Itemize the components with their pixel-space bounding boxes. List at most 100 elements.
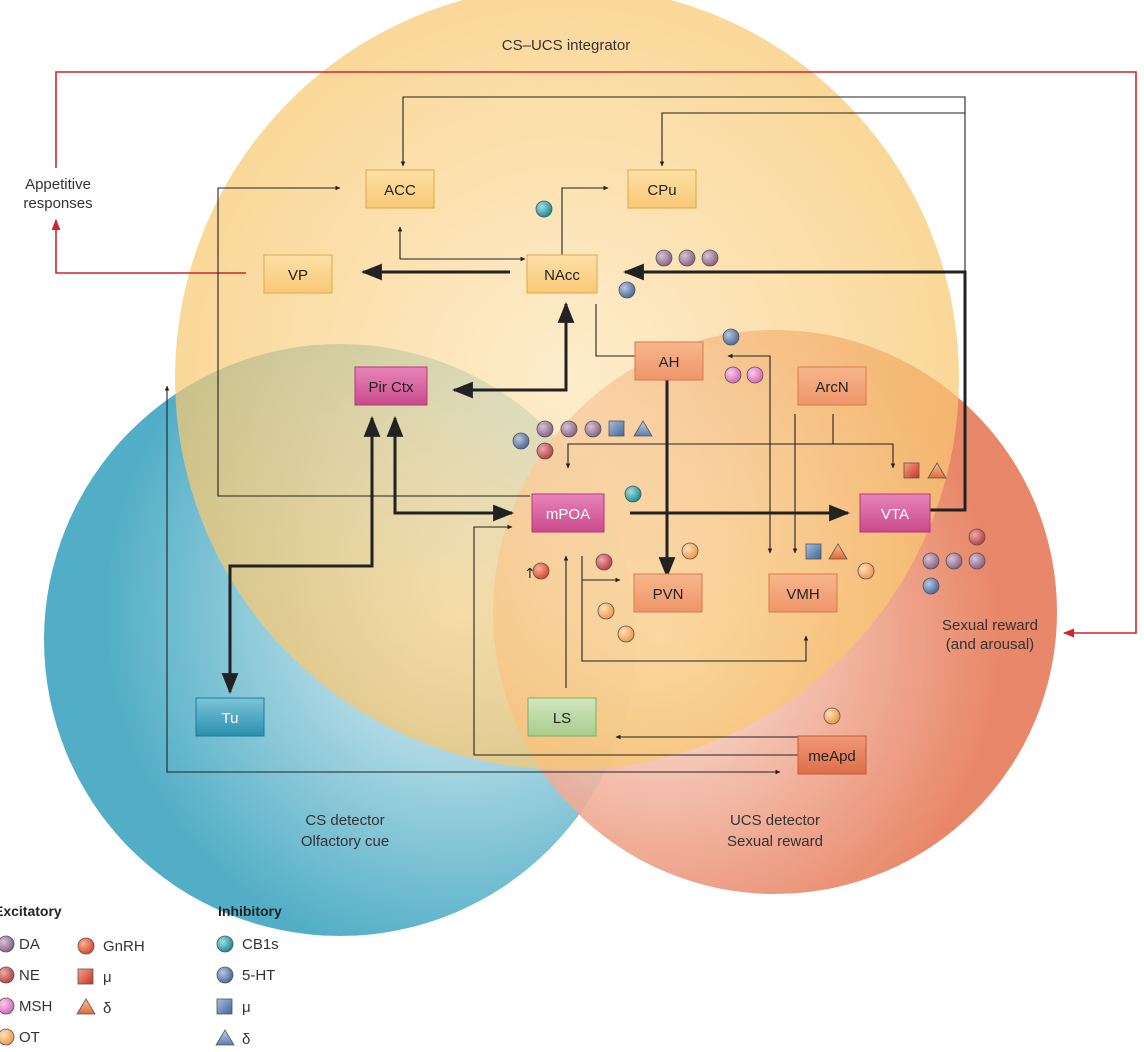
node-acc-label: ACC (384, 182, 416, 199)
node-arcn[interactable]: ArcN (797, 366, 867, 406)
mu-excitatory-marker (903, 462, 920, 479)
legend-delta-inhibitory-swatch (215, 1029, 235, 1046)
vp-to-appetitive-arrow (51, 218, 246, 274)
node-mpoa-label: mPOA (546, 506, 590, 523)
node-nacc[interactable]: NAcc (526, 254, 598, 294)
legend-delta-excitatory-swatch (76, 998, 96, 1015)
legend-msh-label: MSH (19, 998, 52, 1015)
mu-inhibitory-marker (805, 543, 822, 560)
node-ah-label: AH (659, 354, 680, 371)
da-marker (678, 249, 696, 267)
node-vta[interactable]: VTA (859, 493, 931, 533)
ne-marker (595, 553, 613, 571)
legend-ne-swatch (0, 966, 15, 984)
appetitive-label: Appetitive (25, 176, 91, 193)
ot-marker (857, 562, 875, 580)
node-acc[interactable]: ACC (365, 169, 435, 209)
node-ls[interactable]: LS (527, 697, 597, 737)
delta-inhibitory-marker (633, 420, 653, 437)
legend-gnrh-swatch (77, 937, 95, 955)
legend-ot-swatch (0, 1028, 15, 1046)
node-vmh[interactable]: VMH (768, 573, 838, 613)
legend-mu-inhibitory-swatch (216, 998, 233, 1015)
ot-marker (617, 625, 635, 643)
node-arcn-label: ArcN (815, 379, 848, 396)
node-vmh-label: VMH (786, 586, 819, 603)
5ht-marker (922, 577, 940, 595)
da-marker (655, 249, 673, 267)
5ht-marker (512, 432, 530, 450)
legend-cb1s-swatch (216, 935, 234, 953)
5ht-marker (722, 328, 740, 346)
da-marker (701, 249, 719, 267)
legend-msh-swatch (0, 997, 15, 1015)
legend-mu-inhibitory-label: μ (242, 999, 251, 1016)
legend-delta-excitatory-label: δ (103, 1000, 111, 1017)
thick-connections (221, 263, 967, 695)
legend-da-swatch (0, 935, 15, 953)
node-mpoa[interactable]: mPOA (531, 493, 605, 533)
ot-marker (681, 542, 699, 560)
msh-marker (746, 366, 764, 384)
node-cpu[interactable]: CPu (627, 169, 697, 209)
da-marker (560, 420, 578, 438)
node-pirctx-label: Pir Ctx (369, 379, 415, 396)
cb1s-marker (535, 200, 553, 218)
cs-olfactory-label: Olfactory cue (301, 833, 389, 850)
legend-mu-excitatory-label: μ (103, 969, 112, 986)
feedback-pathways (51, 71, 1137, 638)
node-meapd-label: meApd (808, 748, 856, 765)
increase-marker: ↑ (524, 566, 536, 582)
gnrh-marker (532, 562, 550, 580)
da-marker (922, 552, 940, 570)
legend-mu-excitatory-swatch (77, 968, 94, 985)
responses-label: responses (23, 195, 92, 212)
da-marker (968, 552, 986, 570)
ne-marker (536, 442, 554, 460)
node-tu-label: Tu (222, 710, 239, 727)
node-vta-label: VTA (881, 506, 909, 523)
legend-cb1s-label: CB1s (242, 936, 279, 953)
msh-marker (724, 366, 742, 384)
ne-marker (968, 528, 986, 546)
brain-region-nodes: ACC CPu VP NAcc Pir Ctx AH ArcN mPOA VTA… (195, 169, 931, 775)
legend-5ht-label: 5-HT (242, 967, 275, 984)
ot-marker (597, 602, 615, 620)
legend-inhibitory-title: Inhibitory (218, 903, 282, 919)
ucs-detector-label: UCS detector (730, 812, 820, 829)
da-marker (584, 420, 602, 438)
da-marker (536, 420, 554, 438)
node-nacc-label: NAcc (544, 267, 580, 284)
legend-delta-inhibitory-label: δ (242, 1031, 250, 1048)
delta-excitatory-marker (927, 462, 947, 479)
node-pvn[interactable]: PVN (633, 573, 703, 613)
cs-detector-label: CS detector (305, 812, 384, 829)
delta-excitatory-marker (828, 543, 848, 560)
node-pvn-label: PVN (653, 586, 684, 603)
legend: Excitatory Inhibitory DA NE MSH OT GnRH … (0, 903, 282, 1048)
node-pirctx[interactable]: Pir Ctx (354, 366, 428, 406)
legend-gnrh-label: GnRH (103, 938, 145, 955)
transmitter-markers (512, 200, 986, 725)
da-marker (945, 552, 963, 570)
appetitive-to-reward-arrow (55, 71, 1137, 638)
legend-5ht-swatch (216, 966, 234, 984)
sexual-reward-label: Sexual reward (942, 617, 1038, 634)
integrator-label: CS–UCS integrator (502, 37, 630, 54)
and-arousal-label: (and arousal) (946, 636, 1034, 653)
ucs-reward-label: Sexual reward (727, 833, 823, 850)
node-meapd[interactable]: meApd (797, 735, 867, 775)
node-vp-label: VP (288, 267, 308, 284)
5ht-marker (618, 281, 636, 299)
node-tu[interactable]: Tu (195, 697, 265, 737)
cb1s-marker (624, 485, 642, 503)
legend-excitatory-title: Excitatory (0, 903, 62, 919)
legend-ot-label: OT (19, 1029, 40, 1046)
legend-ne-label: NE (19, 967, 40, 984)
node-ah[interactable]: AH (634, 341, 704, 381)
ot-marker (823, 707, 841, 725)
node-ls-label: LS (553, 710, 571, 727)
node-cpu-label: CPu (647, 182, 676, 199)
node-vp[interactable]: VP (263, 254, 333, 294)
